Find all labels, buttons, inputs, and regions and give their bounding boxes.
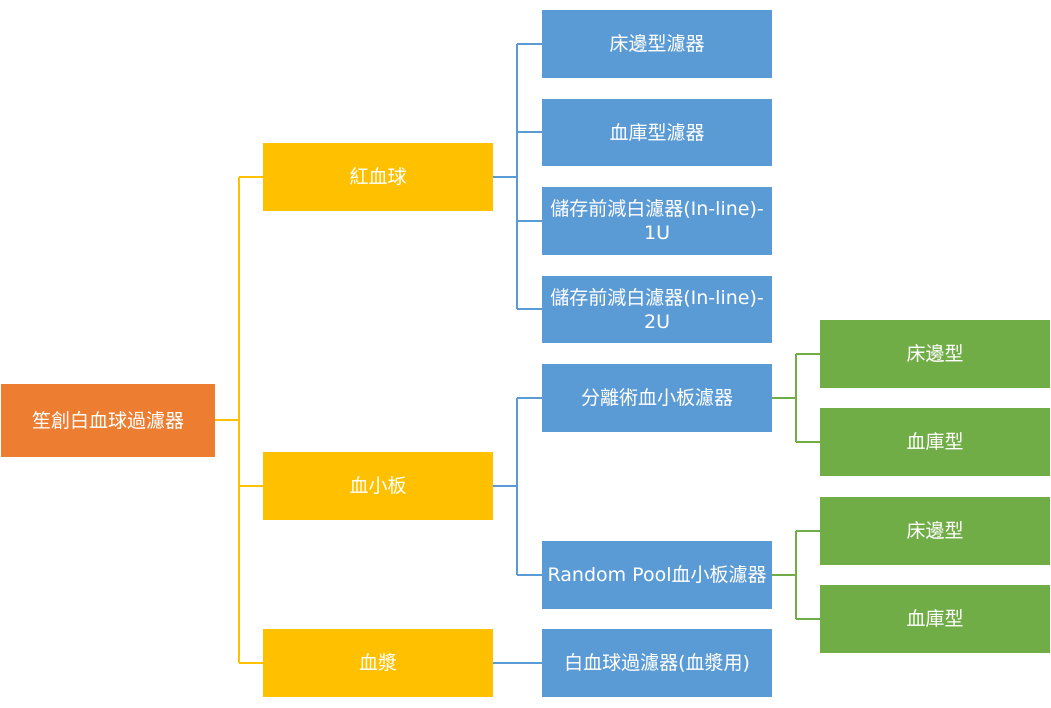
node-random-pool-bedside: 床邊型 xyxy=(820,497,1050,565)
node-inline-1u: 儲存前減白濾器(In-line)- 1U xyxy=(542,187,772,255)
category-red-cells: 紅血球 xyxy=(263,143,493,211)
category-platelets: 血小板 xyxy=(263,452,493,520)
node-apheresis-platelet-filter: 分離術血小板濾器 xyxy=(542,364,772,432)
category-plasma: 血漿 xyxy=(263,629,493,697)
node-apheresis-bloodbank: 血庫型 xyxy=(820,408,1050,476)
node-plasma-leukocyte-filter: 白血球過濾器(血漿用) xyxy=(542,629,772,697)
node-inline-2u: 儲存前減白濾器(In-line)- 2U xyxy=(542,276,772,343)
node-random-pool-bloodbank: 血庫型 xyxy=(820,585,1050,653)
node-bedside-filter: 床邊型濾器 xyxy=(542,10,772,78)
root-node: 笙創白血球過濾器 xyxy=(1,384,215,457)
node-bloodbank-filter: 血庫型濾器 xyxy=(542,99,772,166)
node-random-pool-platelet-filter: Random Pool血小板濾器 xyxy=(542,541,772,609)
node-apheresis-bedside: 床邊型 xyxy=(820,320,1050,388)
